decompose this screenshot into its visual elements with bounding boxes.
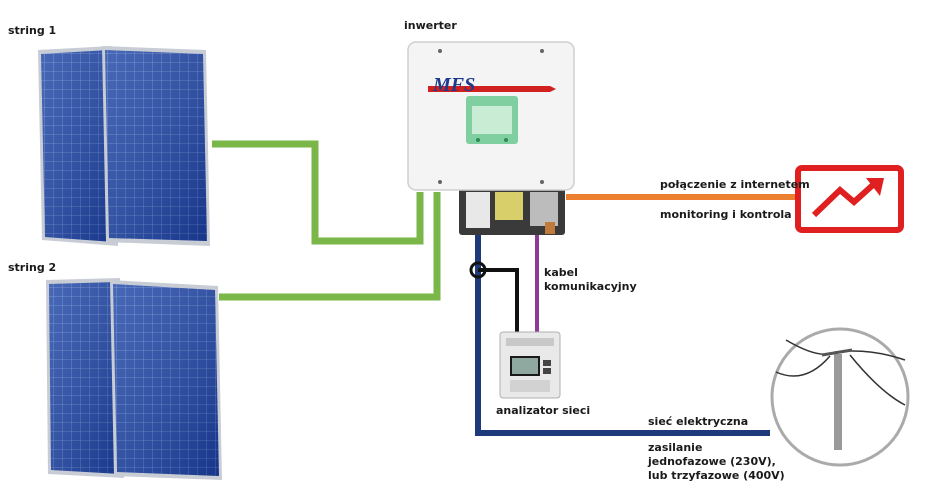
trend-up-chart-icon: [795, 165, 904, 233]
analyzer-label: analizator sieci: [496, 404, 591, 417]
solar-panel-string-1: [38, 46, 210, 246]
string-2-label: string 2: [8, 261, 57, 274]
supply-label-line-3: lub trzyfazowe (400V): [648, 469, 785, 482]
cable-label-line-1: kabel: [544, 266, 578, 279]
current-clamp-icon: [469, 261, 487, 279]
solar-panel-string-2: [46, 278, 222, 480]
grid-label: sieć elektryczna: [648, 415, 749, 428]
power-pole-icon: [770, 327, 910, 467]
inverter-brand-logo: MFS: [432, 74, 475, 96]
monitoring-label: monitoring i kontrola: [660, 208, 792, 221]
network-analyzer-device: [499, 331, 561, 399]
inverter-device: [407, 41, 575, 235]
supply-label-line-2: jednofazowe (230V),: [648, 455, 776, 468]
dc-cable-string-1: [212, 140, 424, 245]
dc-cable-string-2: [219, 192, 441, 301]
supply-label-line-1: zasilanie: [648, 441, 703, 454]
analyzer-ct-cable: [478, 268, 519, 332]
string-1-label: string 1: [8, 24, 57, 37]
inverter-label: inwerter: [404, 19, 457, 32]
ac-grid-cable: [475, 222, 770, 436]
cable-label-line-2: komunikacyjny: [544, 280, 637, 293]
internet-connection-label: połączenie z internetem: [660, 178, 810, 191]
